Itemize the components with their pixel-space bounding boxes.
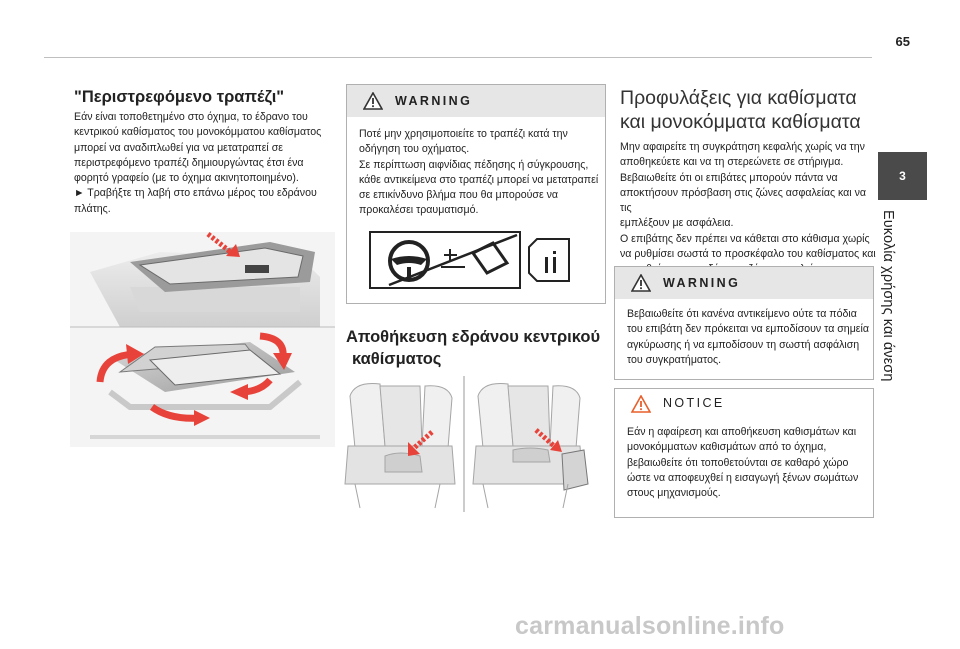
no-driving-table-pictogram — [369, 231, 570, 289]
seat-precautions-title-line: και μονοκόμματα καθίσματα — [620, 111, 861, 133]
seat-precautions-text: Μην αφαιρείτε τη συγκράτηση κεφαλής χωρί… — [620, 140, 880, 278]
rotating-table-title: "Περιστρεφόμενο τραπέζι" — [74, 88, 285, 106]
warning-line: Βεβαιωθείτε ότι κανένα αντικείμενο ούτε … — [627, 308, 857, 320]
warning-line: σε επικίνδυνο βλήμα που θα μπορούσε να — [359, 189, 559, 202]
seat-storage-illustration — [340, 376, 590, 512]
notice-line: βεβαιωθείτε ότι τοποθετούνται σε καθαρό … — [627, 456, 849, 469]
chapter-vertical-title: Ευκολία χρήσης και άνεση — [880, 210, 920, 430]
center-seat-storage-title-line: Αποθήκευση εδράνου κεντρικού — [346, 328, 601, 346]
notice-line: ώστε να αποφευχθεί η εισαγωγή ξένων σωμά… — [627, 471, 859, 484]
center-seat-storage-title: Αποθήκευση εδράνου κεντρικού καθίσματος — [346, 326, 606, 370]
warning-header: WARNING — [615, 267, 873, 299]
seat-precautions-title-line: Προφυλάξεις για καθίσματα — [620, 87, 857, 109]
precaution-line: Ο επιβάτης δεν πρέπει να κάθεται στο κάθ… — [620, 232, 870, 245]
notice-line: Εάν η αφαίρεση και αποθήκευση καθισμάτων… — [627, 426, 857, 438]
chapter-title-text: Ευκολία χρήσης και άνεση — [880, 210, 896, 382]
warning-text: Ποτέ μην χρησιμοποιείτε το τραπέζι κατά … — [359, 127, 599, 219]
warning-header: WARNING — [347, 85, 605, 117]
warning-line: οδήγηση του οχήματος. — [359, 143, 470, 156]
page-number: 65 — [895, 34, 910, 49]
header-divider — [44, 57, 872, 58]
notice-header: NOTICE — [615, 389, 873, 419]
warning-line: προκαλέσει τραυματισμό. — [359, 204, 479, 217]
precaution-line: αποθηκεύετε και να τη στερεώνετε σε στήρ… — [620, 156, 844, 169]
warning-triangle-icon — [631, 274, 651, 292]
warning-label: WARNING — [663, 276, 741, 290]
warning-triangle-icon — [363, 92, 383, 110]
warning-line: του επιβάτη δεν πρόκειται να εμποδίσουν … — [627, 323, 869, 336]
precaution-line: Μην αφαιρείτε τη συγκράτηση κεφαλής χωρί… — [620, 141, 865, 153]
precaution-line: Βεβαιωθείτε ότι οι επιβάτες μπορούν πάντ… — [620, 171, 838, 184]
rotating-table-text: Εάν είναι τοποθετημένο στο όχημα, το έδρ… — [74, 110, 332, 217]
notice-line: στους μηχανισμούς. — [627, 487, 721, 500]
seat-warning-box: WARNING Βεβαιωθείτε ότι κανένα αντικείμε… — [614, 266, 874, 380]
chapter-tab[interactable]: 3 — [878, 152, 927, 200]
seat-precautions-title: Προφυλάξεις για καθίσματα και μονοκόμματ… — [620, 86, 870, 134]
warning-line: κάθε αντικείμενα στο τραπέζι μπορεί να μ… — [359, 173, 599, 186]
warning-line: Ποτέ μην χρησιμοποιείτε το τραπέζι κατά … — [359, 128, 568, 140]
warning-line: του συγκρατήματος. — [627, 353, 722, 366]
rotating-table-step: ► Τραβήξτε τη λαβή στο επάνω μέρος του ε… — [74, 187, 317, 215]
precaution-line: αποκτήσουν πρόσβαση στις ζώνες ασφαλείας… — [620, 186, 867, 215]
seat-warning-text: Βεβαιωθείτε ότι κανένα αντικείμενο ούτε … — [627, 307, 869, 368]
notice-text: Εάν η αφαίρεση και αποθήκευση καθισμάτων… — [627, 425, 869, 501]
watermark: carmanualsonline.info — [515, 612, 785, 640]
table-warning-box: WARNING Ποτέ μην χρησιμοποιείτε το τραπέ… — [346, 84, 606, 304]
notice-label: NOTICE — [663, 396, 725, 410]
notice-triangle-icon — [631, 395, 651, 413]
warning-line: Σε περίπτωση αιφνίδιας πέδησης ή σύγκρου… — [359, 158, 589, 171]
warning-line: αγκύρωσης ή να εμποδίσουν τη σωστή ασφάλ… — [627, 338, 860, 351]
rotating-table-paragraph: Εάν είναι τοποθετημένο στο όχημα, το έδρ… — [74, 111, 322, 185]
warning-label: WARNING — [395, 94, 473, 108]
precaution-line: να ρυθμίσει σωστά το προσκέφαλο του καθί… — [620, 248, 876, 261]
precaution-line: εμπλέξουν με ασφάλεια. — [620, 217, 734, 230]
notice-line: μονοκόμματων καθισμάτων από το όχημα, — [627, 441, 827, 454]
manual-info-icon — [528, 238, 570, 282]
notice-box: NOTICE Εάν η αφαίρεση και αποθήκευση καθ… — [614, 388, 874, 518]
steering-wheel-icon — [388, 240, 430, 282]
rotating-table-illustration — [70, 232, 335, 447]
center-seat-storage-title-line: καθίσματος — [352, 350, 442, 368]
